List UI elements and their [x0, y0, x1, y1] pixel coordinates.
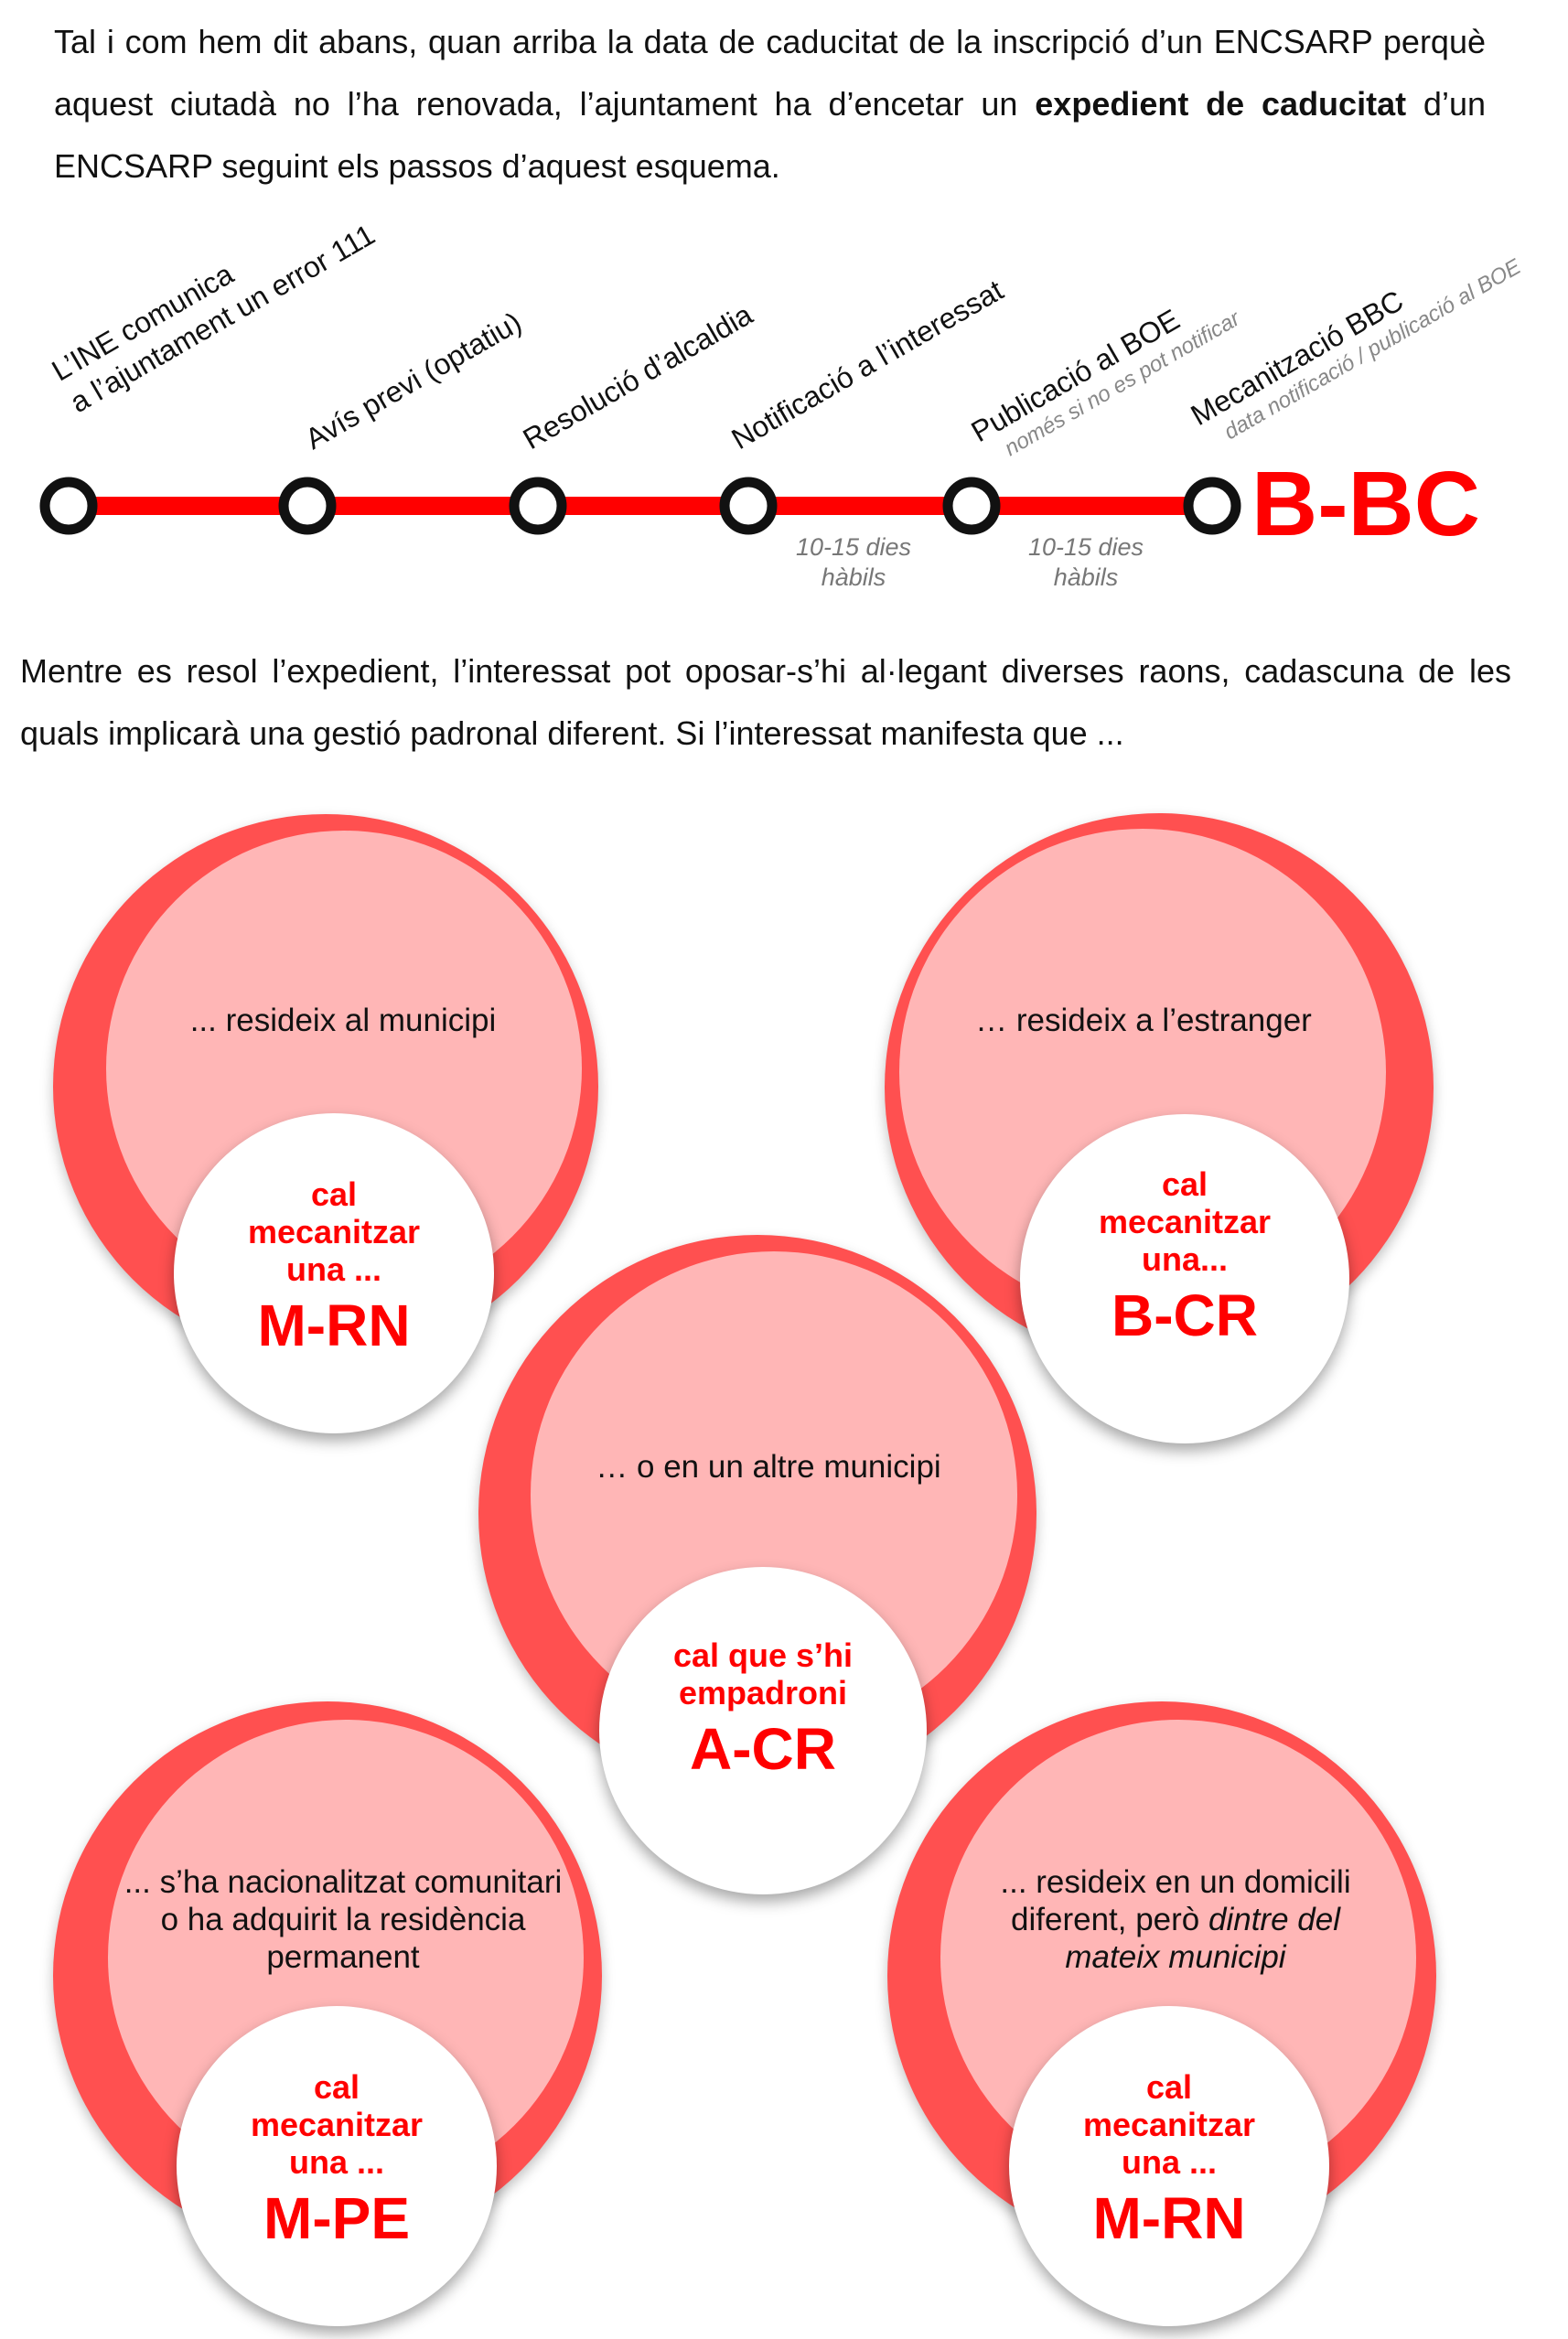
timeline-stop-5 [942, 477, 1001, 535]
case-3-reason: … o en un altre municipi [596, 1449, 941, 1485]
stop-label-2-line1: Avís previ (optatiu) [300, 306, 528, 456]
stop-label-1-line2: a l’ajuntament un error 111 [65, 218, 381, 419]
middle-paragraph: Mentre es resol l’expedient, l’interessa… [20, 652, 1511, 752]
case-5-reason-italic: dintre del mateix municipi [1065, 1902, 1340, 1975]
case-2-action: cal mecanitzar una... [1098, 1165, 1272, 1278]
case-4-reason: ... s’ha nacionalitzat comunitari o ha a… [124, 1864, 563, 1975]
case-5-action: cal mecanitzar una ... [1082, 2068, 1256, 2181]
case-2-result-circle: cal mecanitzar una... B-CR [1020, 1114, 1349, 1443]
gap-label-2-line2: hàbils [1054, 563, 1119, 591]
case-1-code: M-RN [257, 1293, 411, 1358]
stop-label-6: Mecanització BBC data notificació / publ… [1186, 254, 1526, 445]
stop-label-6-sub: data notificació / publicació al BOE [1220, 254, 1526, 445]
stop-label-4-line1: Notificació a l’interessat [726, 274, 1009, 456]
case-3-action: cal que s’hi empadroni [672, 1636, 854, 1711]
timeline-stop-3 [509, 477, 567, 535]
caducitat-timeline: L’INE comunica a l’ajuntament un error 1… [39, 218, 1526, 591]
case-4-code: M-PE [263, 2185, 410, 2251]
stop-label-3: Resolució d’alcaldia [518, 297, 758, 456]
intro-paragraph: Tal i com hem dit abans, quan arriba la … [54, 11, 1486, 198]
stop-label-3-line1: Resolució d’alcaldia [518, 297, 758, 456]
case-1-reason: ... resideix al municipi [189, 1003, 497, 1038]
gap-label-2-line1: 10-15 dies [1028, 533, 1144, 561]
case-5-code: M-RN [1092, 2185, 1246, 2251]
case-2-reason: … resideix a l’estranger [975, 1003, 1312, 1038]
case-5-reason: ... resideix en un domicili diferent, pe… [970, 1863, 1381, 1976]
intro-bold-term: expedient de caducitat [1035, 85, 1407, 123]
timeline-stop-4 [719, 477, 778, 535]
case-4-result-circle: cal mecanitzar una ... M-PE [177, 2006, 497, 2326]
case-5-result-circle: cal mecanitzar una ... M-RN [1009, 2006, 1329, 2326]
case-4-action: cal mecanitzar una ... [250, 2068, 424, 2181]
stop-label-4: Notificació a l’interessat [726, 274, 1009, 456]
case-5-reason-text: ... resideix en un domicili diferent, pe… [1000, 1864, 1351, 1937]
case-3-code: A-CR [690, 1716, 836, 1782]
stop-label-2: Avís previ (optatiu) [300, 306, 528, 456]
case-1-result-circle: cal mecanitzar una ... M-RN [174, 1113, 494, 1433]
gap-label-1-line2: hàbils [822, 563, 886, 591]
case-3-result-circle: cal que s’hi empadroni A-CR [599, 1567, 927, 1894]
intro-text-end: d’un ENCSARP seguint els passos d’aquest… [54, 85, 1486, 185]
intro-text: Tal i com hem dit abans, quan arriba la … [54, 23, 1486, 123]
stop-label-1: L’INE comunica a l’ajuntament un error 1… [47, 218, 381, 419]
end-code-bbc: B-BC [1251, 453, 1480, 555]
timeline-stop-2 [278, 477, 337, 535]
stop-label-5: Publicació al BOE només si no es pot not… [966, 303, 1245, 461]
case-2-code: B-CR [1112, 1282, 1258, 1348]
gap-label-1-line1: 10-15 dies [796, 533, 911, 561]
timeline-stop-6 [1183, 477, 1241, 535]
case-1-action: cal mecanitzar una ... [247, 1175, 421, 1288]
timeline-stop-1 [39, 477, 98, 535]
